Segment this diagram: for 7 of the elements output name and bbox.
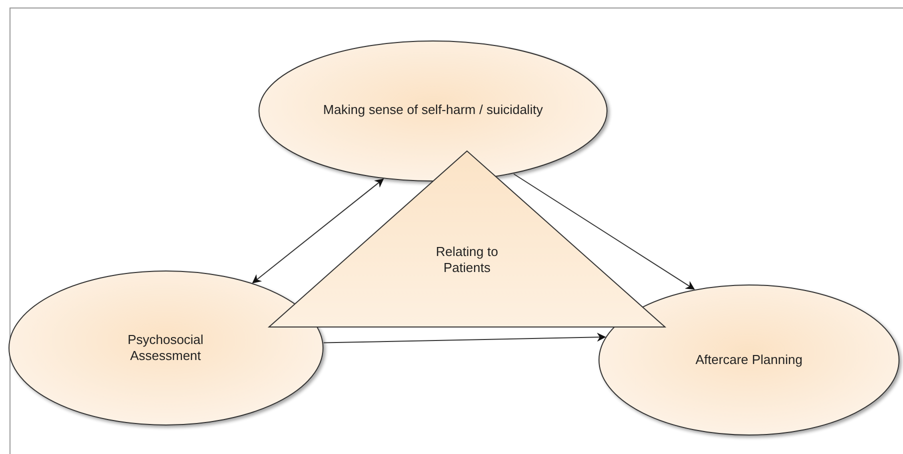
arrow — [513, 174, 695, 290]
arrow — [252, 178, 384, 284]
arrow — [323, 332, 606, 344]
node-label: Psychosocial Assessment — [126, 332, 204, 364]
node-label: Aftercare Planning — [694, 352, 804, 368]
node-label: Relating to Patients — [434, 244, 500, 276]
node-label: Making sense of self-harm / suicidality — [322, 102, 544, 118]
